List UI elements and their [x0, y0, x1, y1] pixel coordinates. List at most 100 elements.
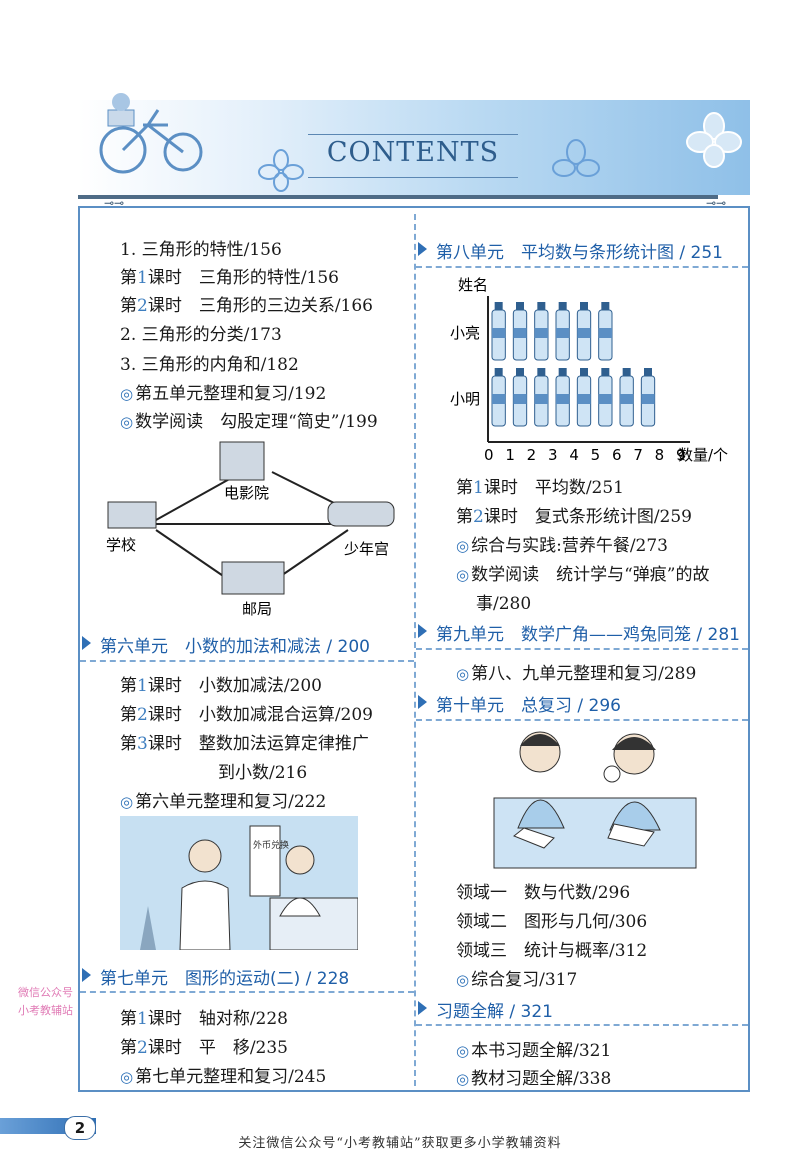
circle-icon: ◎ [456, 1070, 470, 1088]
toc-item[interactable]: 到小数/216 [218, 763, 308, 783]
circle-icon: ◎ [456, 1042, 470, 1060]
column-divider [414, 214, 416, 1086]
unit-header-bar [80, 630, 414, 662]
bottle-cap-icon [601, 302, 610, 310]
circle-icon: ◎ [120, 793, 134, 811]
unit-title[interactable]: 第六单元 小数的加法和减法 / 200 [100, 637, 370, 657]
bottle-label-icon [598, 328, 612, 338]
triangle-icon [418, 242, 427, 256]
header-rule [78, 195, 718, 199]
toc-item[interactable]: ◎第八、九单元整理和复习/289 [456, 664, 697, 684]
map-label: 邮局 [242, 600, 272, 618]
toc-item[interactable]: ◎教材习题全解/338 [456, 1069, 612, 1089]
unit-header-bar [416, 236, 748, 268]
chart-x-tick: 6 [612, 446, 622, 464]
toc-item[interactable]: ◎第五单元整理和复习/192 [120, 384, 327, 404]
toc-item[interactable]: 1. 三角形的特性/156 [120, 240, 282, 260]
exchange-counter-illustration: 外币兑换 [120, 816, 358, 950]
toc-item[interactable]: 第3课时 整数加法运算定律推广 [120, 734, 369, 754]
bottle-label-icon [641, 394, 655, 404]
chart-x-tick: 1 [505, 446, 515, 464]
chart-x-tick: 2 [527, 446, 537, 464]
toc-item[interactable]: ◎本书习题全解/321 [456, 1041, 612, 1061]
circle-icon: ◎ [456, 537, 470, 555]
chart-xlabel: 数量/个 [678, 446, 728, 464]
bottle-cap-icon [537, 302, 546, 310]
bottle-label-icon [513, 328, 527, 338]
unit-title[interactable]: 第九单元 数学广角——鸡兔同笼 / 281 [436, 625, 740, 645]
unit-header-bar [416, 618, 748, 650]
toc-item[interactable]: 第2课时 三角形的三边关系/166 [120, 296, 374, 316]
toc-item[interactable]: ◎数学阅读 勾股定理“简史”/199 [120, 412, 378, 432]
unit-header-bar [416, 689, 748, 721]
header-banner [78, 100, 750, 195]
triangle-icon [418, 1001, 427, 1015]
toc-item[interactable]: 2. 三角形的分类/173 [120, 325, 282, 345]
title-box [308, 134, 518, 178]
watermark-stamp: 微信公众号 小考教辅站 [18, 986, 73, 1017]
toc-item[interactable]: 第1课时 三角形的特性/156 [120, 268, 340, 288]
bottle-label-icon [577, 394, 591, 404]
bottle-cap-icon [601, 368, 610, 376]
toc-item[interactable]: ◎第七单元整理和复习/245 [120, 1067, 327, 1087]
bottle-label-icon [598, 394, 612, 404]
bottle-label-icon [492, 328, 506, 338]
bottle-cap-icon [558, 302, 567, 310]
chart-x-tick: 7 [633, 446, 643, 464]
chart-bar [491, 368, 656, 427]
chart-category-label: 小亮 [450, 324, 480, 342]
bottle-label-icon [534, 328, 548, 338]
circle-icon: ◎ [120, 413, 134, 431]
toc-item[interactable]: 领域一 数与代数/296 [456, 883, 631, 903]
bottle-cap-icon [537, 368, 546, 376]
unit-title[interactable]: 第八单元 平均数与条形统计图 / 251 [436, 243, 723, 263]
unit-title[interactable]: 习题全解 / 321 [436, 1002, 553, 1022]
bottle-label-icon [513, 394, 527, 404]
chart-x-tick: 3 [548, 446, 558, 464]
children-illustration [493, 731, 697, 869]
toc-item[interactable]: 3. 三角形的内角和/182 [120, 355, 299, 375]
route-map-illustration: 电影院 学校 少年宫 邮局 [106, 441, 395, 618]
triangle-icon [418, 695, 427, 709]
bottle-cap-icon [580, 302, 588, 310]
bicycle-illustration [99, 93, 203, 174]
toc-item[interactable]: ◎综合与实践:营养午餐/273 [456, 536, 668, 556]
toc-item[interactable]: 领域三 统计与概率/312 [456, 941, 648, 961]
bottle-cap-icon [494, 368, 503, 376]
contents-frame [78, 206, 750, 1092]
bottle-cap-icon [644, 368, 652, 376]
toc-item[interactable]: 事/280 [476, 594, 532, 614]
bottle-cap-icon [558, 368, 567, 376]
flower-icon [552, 139, 600, 177]
bottle-cap-icon [516, 368, 524, 376]
shop-sign: 外币兑换 [253, 839, 289, 851]
chart-x-tick: 0 [484, 446, 494, 464]
circle-icon: ◎ [120, 1068, 134, 1086]
page-title: CONTENTS [326, 137, 500, 168]
toc-item[interactable]: 第2课时 平 移/235 [120, 1038, 289, 1058]
toc-item[interactable]: 领域二 图形与几何/306 [456, 912, 648, 932]
chart-ylabel: 姓名 [458, 276, 488, 294]
unit-title[interactable]: 第七单元 图形的运动(二) / 228 [100, 969, 350, 989]
circle-icon: ◎ [456, 566, 470, 584]
page-number: 2 [64, 1116, 96, 1140]
toc-item[interactable]: 第2课时 小数加减混合运算/209 [120, 705, 374, 725]
bottle-label-icon [556, 328, 570, 338]
bottle-cap-icon [494, 302, 503, 310]
bottle-cap-icon [580, 368, 588, 376]
toc-item[interactable]: 第1课时 小数加减法/200 [120, 676, 323, 696]
map-label: 学校 [106, 536, 136, 554]
chart-x-tick: 9 [676, 446, 686, 464]
bottle-cap-icon [622, 368, 631, 376]
toc-item[interactable]: ◎综合复习/317 [456, 970, 578, 990]
bottle-cap-icon [516, 302, 524, 310]
unit-title[interactable]: 第十单元 总复习 / 296 [436, 696, 621, 716]
triangle-icon [82, 968, 91, 982]
toc-item[interactable]: ◎第六单元整理和复习/222 [120, 792, 327, 812]
triangle-icon [82, 636, 91, 650]
toc-item[interactable]: 第2课时 复式条形统计图/259 [456, 507, 693, 527]
toc-item[interactable]: 第1课时 平均数/251 [456, 478, 625, 498]
toc-item[interactable]: 第1课时 轴对称/228 [120, 1009, 289, 1029]
toc-item[interactable]: ◎数学阅读 统计学与“弹痕”的故 [456, 565, 710, 585]
